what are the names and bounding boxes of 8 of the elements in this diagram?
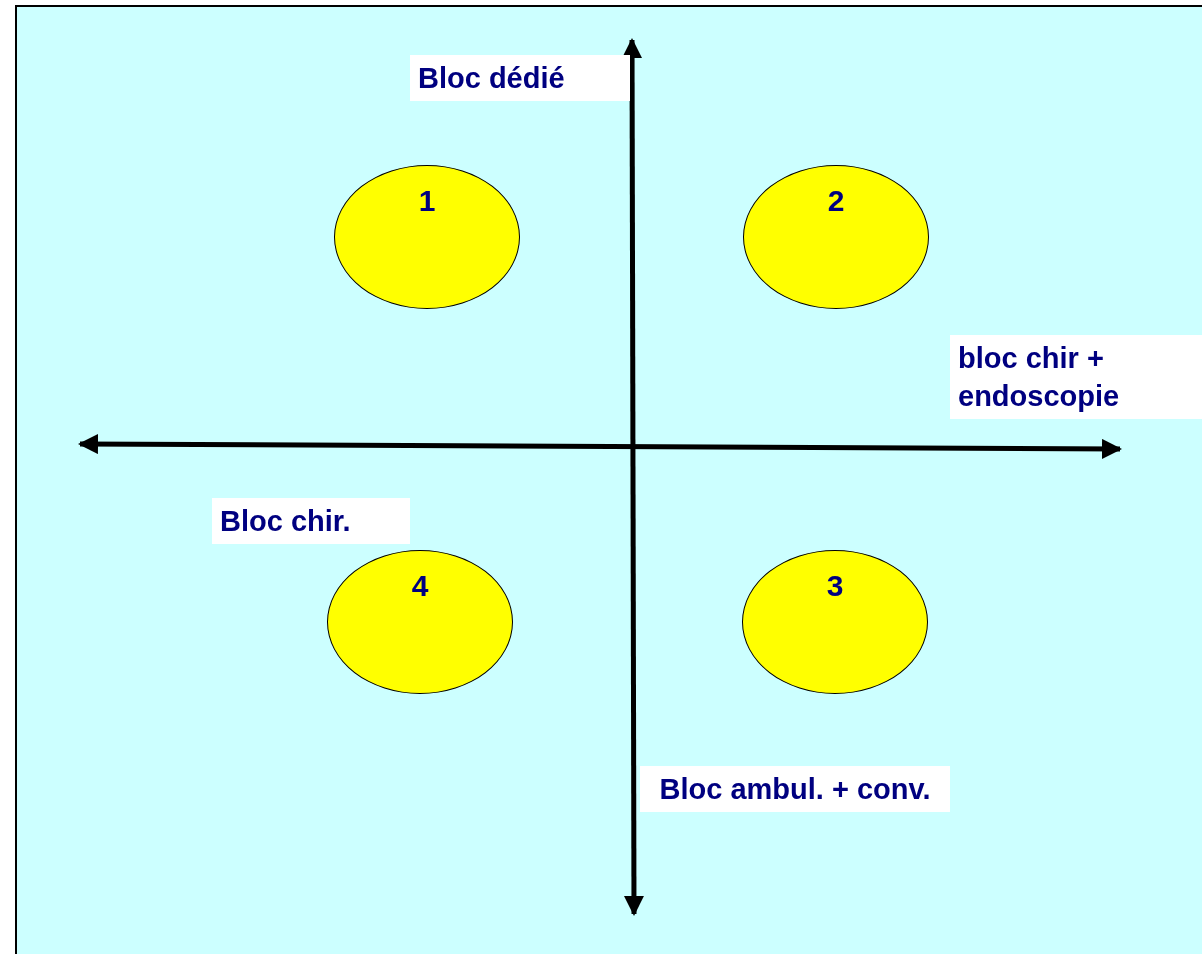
axis-label: Bloc ambul. + conv. [640, 766, 950, 812]
quadrant-number: 3 [825, 569, 845, 603]
quadrant-number: 1 [417, 184, 437, 218]
quadrant-number: 2 [826, 184, 846, 218]
axis-label: Bloc chir. [212, 498, 410, 544]
axis-label: bloc chir + endoscopie [950, 335, 1202, 419]
quadrant-number: 4 [410, 569, 430, 603]
axis-label: Bloc dédié [410, 55, 630, 101]
